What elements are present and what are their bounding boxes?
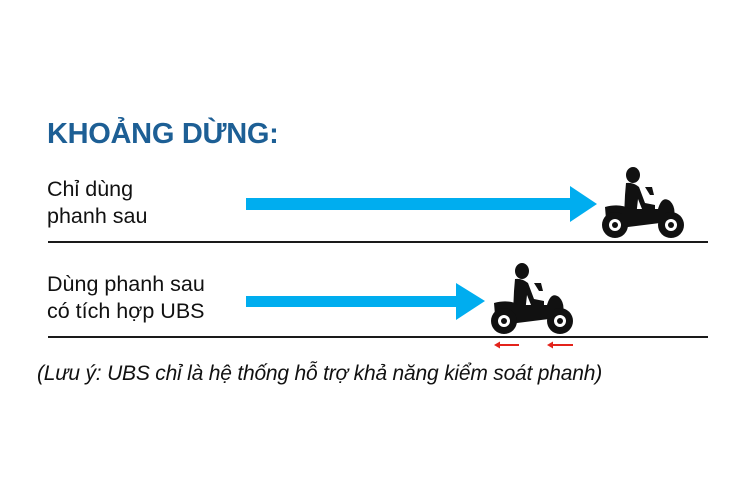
row2-label: Dùng phanh sau có tích hợp UBS — [47, 271, 205, 325]
row1-ground-line — [48, 241, 708, 243]
row1-label-line1: Chỉ dùng — [47, 177, 134, 201]
motorcycle-rider-icon — [491, 263, 573, 334]
row1-label-line2: phanh sau — [47, 204, 148, 228]
row2-label-line1: Dùng phanh sau — [47, 272, 205, 296]
row2-label-line2: có tích hợp UBS — [47, 299, 205, 323]
motorcycle-rider-icon — [602, 167, 684, 238]
row1-label: Chỉ dùng phanh sau — [47, 176, 147, 230]
row2-ground-line — [48, 336, 708, 338]
stopping-distance-title: KHOẢNG DỪNG: — [47, 118, 279, 150]
ubs-note: (Lưu ý: UBS chỉ là hệ thống hỗ trợ khả n… — [37, 362, 602, 385]
